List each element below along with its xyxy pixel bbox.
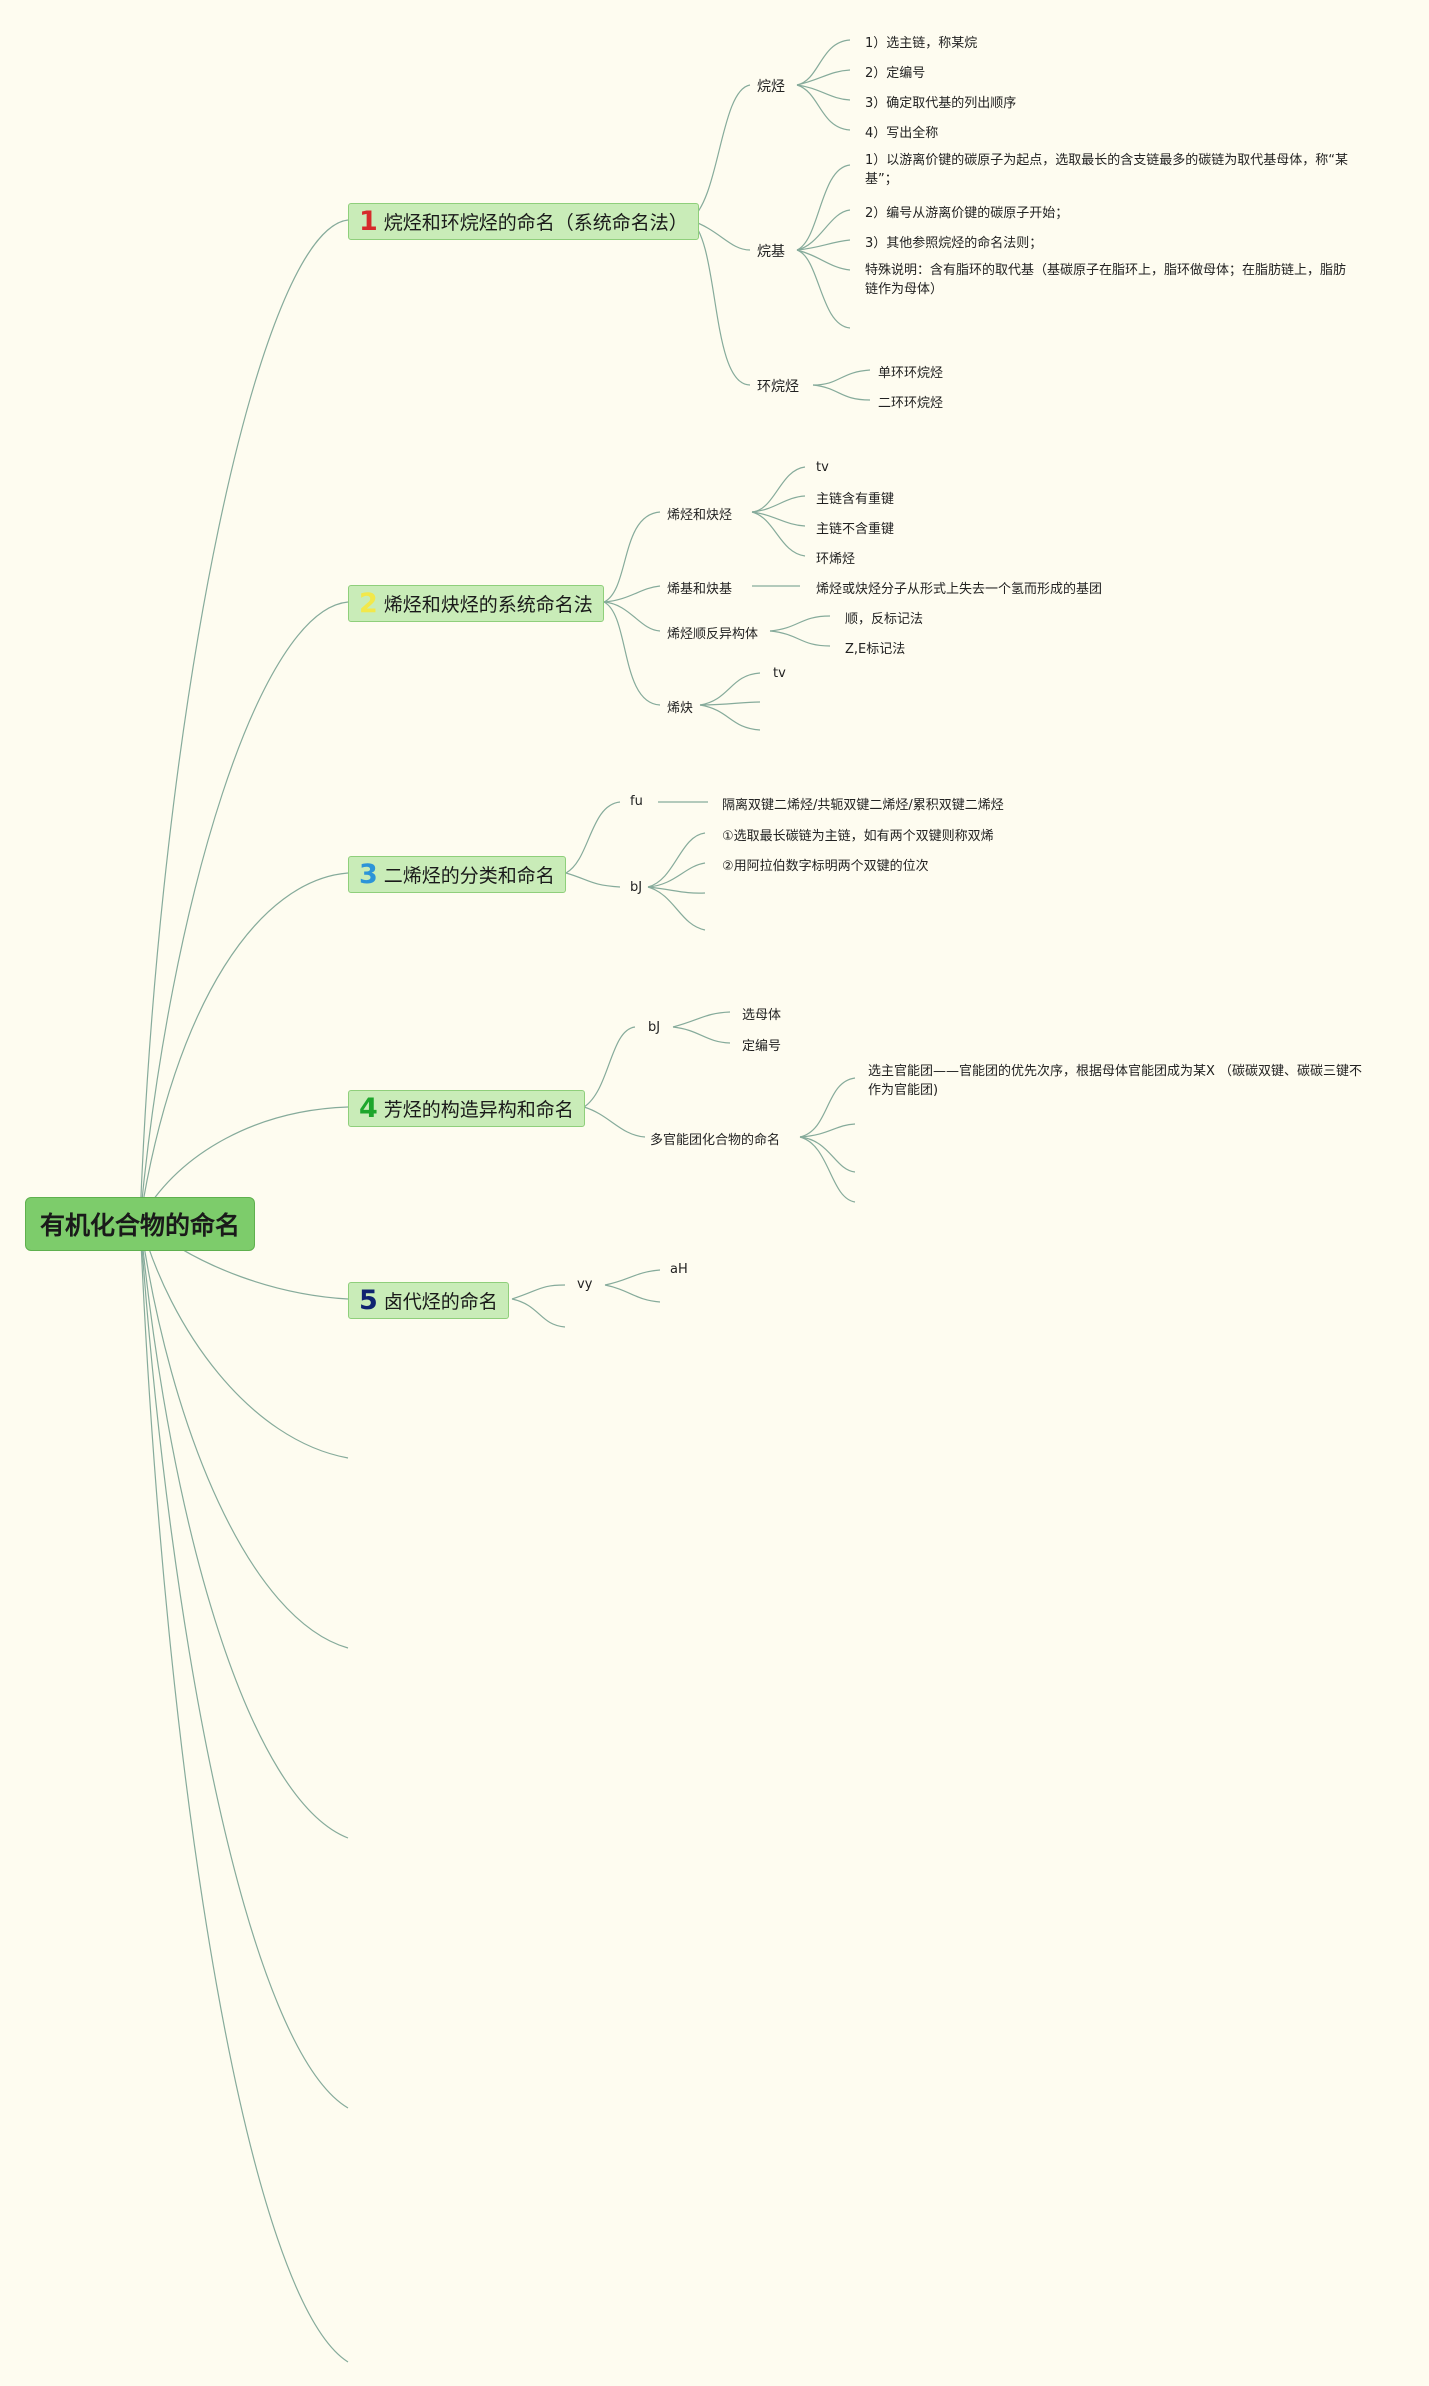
topic-number: 2 — [359, 588, 378, 619]
leaf-item[interactable]: 烯烃或炔烃分子从形式上失去一个氢而形成的基团 — [816, 582, 1103, 597]
leaf-item[interactable]: 定编号 — [742, 1039, 782, 1054]
topic-number: 3 — [359, 859, 378, 890]
topic-5-node[interactable]: 5 卤代烃的命名 — [348, 1282, 509, 1319]
subtopic-cis-trans[interactable]: 烯烃顺反异构体 — [667, 627, 759, 642]
leaf-item[interactable]: 1）选主链，称某烷 — [865, 36, 978, 51]
leaf-item[interactable]: 主链含有重键 — [816, 492, 895, 507]
leaf-item[interactable]: tv — [816, 460, 829, 475]
topic-label: 二烯烃的分类和命名 — [383, 865, 555, 887]
subtopic-cycloalkane[interactable]: 环烷烃 — [757, 379, 799, 395]
leaf-item[interactable]: 3）确定取代基的列出顺序 — [865, 96, 1017, 111]
subtopic-bj[interactable]: bJ — [630, 880, 643, 895]
subtopic-bj[interactable]: bJ — [648, 1020, 661, 1035]
topic-label: 烯烃和炔烃的系统命名法 — [383, 594, 593, 616]
topic-number: 1 — [359, 206, 378, 237]
topic-number: 4 — [359, 1093, 378, 1124]
subtopic-alkene-alkyne[interactable]: 烯烃和炔烃 — [667, 508, 733, 523]
leaf-item[interactable]: 环烯烃 — [816, 552, 856, 567]
leaf-item[interactable]: tv — [773, 666, 786, 681]
subtopic-vy[interactable]: vy — [577, 1277, 593, 1292]
leaf-item[interactable]: 2）定编号 — [865, 66, 926, 81]
topic-number: 5 — [359, 1285, 378, 1316]
subtopic-alkenyl-alkynyl[interactable]: 烯基和炔基 — [667, 582, 733, 597]
root-node[interactable]: 有机化合物的命名 — [25, 1197, 256, 1251]
subtopic-alkane[interactable]: 烷烃 — [757, 79, 785, 95]
subtopic-fu[interactable]: fu — [630, 794, 643, 809]
topic-4-node[interactable]: 4 芳烃的构造异构和命名 — [348, 1090, 585, 1127]
topic-3-node[interactable]: 3 二烯烃的分类和命名 — [348, 856, 566, 893]
topic-label: 芳烃的构造异构和命名 — [383, 1099, 574, 1121]
topic-label: 烷烃和环烷烃的命名（系统命名法） — [383, 212, 688, 234]
leaf-item[interactable]: 顺，反标记法 — [845, 612, 924, 627]
subtopic-multifunctional[interactable]: 多官能团化合物的命名 — [650, 1133, 781, 1148]
topic-1-node[interactable]: 1 烷烃和环烷烃的命名（系统命名法） — [348, 203, 699, 240]
leaf-item[interactable]: 选主官能团——官能团的优先次序，根据母体官能团成为某X （碳碳双键、碳碳三键不作… — [868, 1064, 1363, 1098]
leaf-item[interactable]: 主链不含重键 — [816, 522, 895, 537]
leaf-item[interactable]: 3）其他参照烷烃的命名法则； — [865, 236, 1043, 251]
subtopic-enyne[interactable]: 烯炔 — [667, 701, 694, 716]
leaf-item[interactable]: 二环环烷烃 — [878, 396, 944, 411]
leaf-item[interactable]: 2）编号从游离价键的碳原子开始； — [865, 206, 1069, 221]
leaf-item[interactable]: 特殊说明：含有脂环的取代基（基碳原子在脂环上，脂环做母体；在脂肪链上，脂肪链作为… — [865, 263, 1347, 297]
leaf-item[interactable]: Z,E标记法 — [845, 642, 906, 657]
leaf-item[interactable]: 4）写出全称 — [865, 126, 939, 141]
leaf-item[interactable]: 1）以游离价键的碳原子为起点，选取最长的含支链最多的碳链为取代基母体，称“某基”… — [865, 153, 1349, 187]
leaf-item[interactable]: 选母体 — [742, 1008, 782, 1023]
topic-2-node[interactable]: 2 烯烃和炔烃的系统命名法 — [348, 585, 604, 622]
leaf-item[interactable]: aH — [670, 1262, 688, 1277]
topic-label: 卤代烃的命名 — [383, 1291, 498, 1313]
leaf-item[interactable]: ②用阿拉伯数字标明两个双键的位次 — [722, 859, 929, 874]
leaf-item[interactable]: 单环环烷烃 — [878, 366, 944, 381]
leaf-item[interactable]: ①选取最长碳链为主链，如有两个双键则称双烯 — [722, 829, 994, 844]
leaf-item[interactable]: 隔离双键二烯烃/共轭双键二烯烃/累积双键二烯烃 — [722, 798, 1004, 813]
subtopic-alkyl[interactable]: 烷基 — [757, 244, 785, 260]
